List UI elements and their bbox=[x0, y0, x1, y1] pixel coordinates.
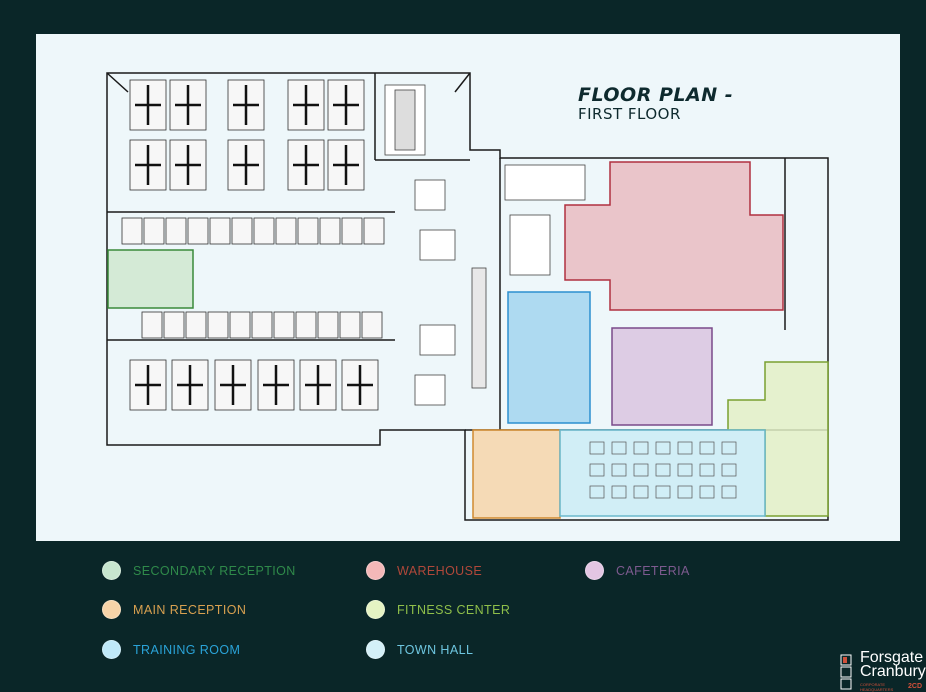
zone-training-room bbox=[507, 291, 591, 424]
table bbox=[677, 463, 693, 477]
zone-main-reception bbox=[472, 429, 561, 519]
table bbox=[699, 441, 715, 455]
legend-cafeteria: CAFETERIA bbox=[585, 561, 690, 580]
office-desk bbox=[163, 311, 185, 339]
table bbox=[633, 441, 649, 455]
office-desk bbox=[275, 217, 297, 245]
plan-subtitle: FIRST FLOOR bbox=[578, 105, 681, 123]
workstation-clusters bbox=[121, 79, 385, 411]
zone-secondary-reception bbox=[107, 249, 194, 309]
table bbox=[699, 485, 715, 499]
zone-warehouse bbox=[564, 161, 784, 311]
table bbox=[721, 463, 737, 477]
table bbox=[589, 485, 605, 499]
zone-town-hall bbox=[559, 429, 766, 517]
table bbox=[611, 463, 627, 477]
office-desk bbox=[141, 311, 163, 339]
table bbox=[589, 441, 605, 455]
office-desk bbox=[121, 217, 143, 245]
table bbox=[721, 441, 737, 455]
legend-dot-icon bbox=[102, 561, 121, 580]
office-desk bbox=[187, 217, 209, 245]
legend-secondary-reception: SECONDARY RECEPTION bbox=[102, 561, 296, 580]
office-desk bbox=[297, 217, 319, 245]
town-hall-tables bbox=[589, 441, 737, 499]
table bbox=[677, 441, 693, 455]
legend-dot-icon bbox=[102, 640, 121, 659]
table bbox=[655, 441, 671, 455]
office-desk bbox=[319, 217, 341, 245]
legend-warehouse: WAREHOUSE bbox=[366, 561, 482, 580]
zones bbox=[107, 161, 829, 519]
office-desk bbox=[207, 311, 229, 339]
table bbox=[611, 441, 627, 455]
plan-title: FLOOR PLAN - bbox=[578, 84, 734, 106]
legend-training-room: TRAINING ROOM bbox=[102, 640, 240, 659]
table bbox=[699, 463, 715, 477]
logo-mark-icon bbox=[840, 654, 852, 690]
table bbox=[633, 463, 649, 477]
table bbox=[633, 485, 649, 499]
office-desk bbox=[231, 217, 253, 245]
zone-cafeteria bbox=[611, 327, 713, 426]
office-desk bbox=[317, 311, 339, 339]
office-desk bbox=[253, 217, 275, 245]
table bbox=[611, 485, 627, 499]
legend-dot-icon bbox=[366, 600, 385, 619]
legend-main-reception: MAIN RECEPTION bbox=[102, 600, 246, 619]
table bbox=[677, 485, 693, 499]
office-desk bbox=[341, 217, 363, 245]
office-desk bbox=[251, 311, 273, 339]
table bbox=[655, 485, 671, 499]
table bbox=[655, 463, 671, 477]
office-desk bbox=[363, 217, 385, 245]
office-desk bbox=[295, 311, 317, 339]
office-desk bbox=[185, 311, 207, 339]
office-desk bbox=[143, 217, 165, 245]
legend-dot-icon bbox=[102, 600, 121, 619]
office-desk bbox=[273, 311, 295, 339]
table bbox=[721, 485, 737, 499]
table bbox=[589, 463, 605, 477]
legend-fitness-center: FITNESS CENTER bbox=[366, 600, 510, 619]
legend-dot-icon bbox=[366, 640, 385, 659]
furniture bbox=[384, 84, 586, 406]
office-desk bbox=[229, 311, 251, 339]
legend-dot-icon bbox=[366, 561, 385, 580]
legend-dot-icon bbox=[585, 561, 604, 580]
legend-town-hall: TOWN HALL bbox=[366, 640, 473, 659]
office-desk bbox=[165, 217, 187, 245]
office-desk bbox=[339, 311, 361, 339]
office-desk bbox=[361, 311, 383, 339]
office-desk bbox=[209, 217, 231, 245]
